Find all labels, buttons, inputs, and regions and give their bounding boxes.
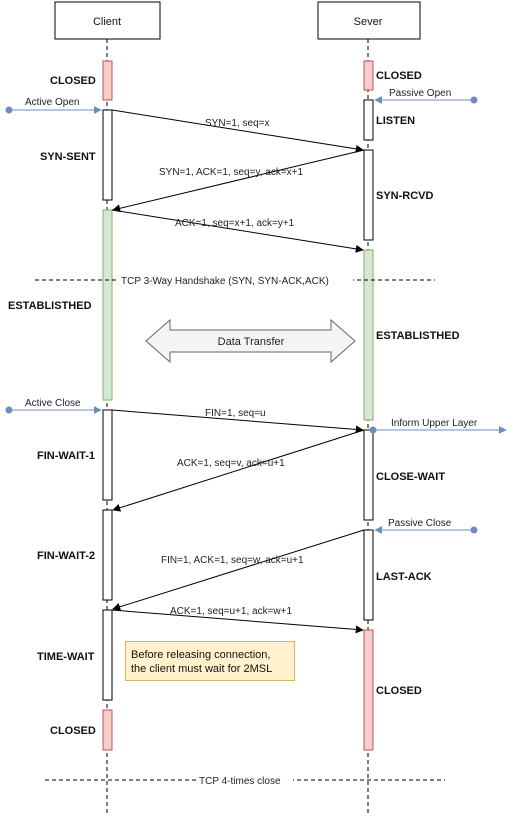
active-open-label: Active Open (25, 97, 79, 108)
syn-ack-label: SYN=1, ACK=1, seq=y, ack=x+1 (159, 167, 304, 178)
ack-handshake-message: ACK=1, seq=x+1, ack=y+1 (111, 209, 364, 253)
client-state-time-wait: TIME-WAIT (37, 651, 95, 663)
passive-open-label: Passive Open (389, 88, 451, 99)
syn-label: SYN=1, seq=x (205, 118, 269, 129)
note-line-2: the client must wait for 2MSL (131, 663, 273, 675)
inform-upper-layer-event: Inform Upper Layer (369, 418, 507, 434)
client-fin-wait-2-bar (102, 509, 113, 601)
server-state-syn-rcvd: SYN-RCVD (376, 190, 434, 202)
fin-server-label: FIN=1, ACK=1, seq=w, ack=u+1 (161, 555, 304, 566)
passive-close-label: Passive Close (388, 518, 452, 529)
handshake-label-bg (119, 273, 353, 287)
server-title: Sever (354, 16, 383, 28)
server-closed-bar (363, 60, 374, 91)
ack-fin-label: ACK=1, seq=v, ack=u+1 (177, 458, 285, 469)
close-label-bg (196, 773, 293, 787)
client-state-fin-wait-2: FIN-WAIT-2 (37, 550, 95, 562)
note-line-1: Before releasing connection, (131, 649, 271, 661)
server-listen-bar (363, 99, 374, 141)
server-state-listen: LISTEN (376, 115, 415, 127)
client-fin-wait-1-bar (102, 409, 113, 501)
inform-upper-layer-label: Inform Upper Layer (391, 418, 478, 429)
server-established-bar (363, 249, 374, 421)
client-state-fin-wait-1: FIN-WAIT-1 (37, 450, 95, 462)
syn-message: SYN=1, seq=x (111, 109, 364, 153)
server-state-last-ack: LAST-ACK (376, 571, 432, 583)
passive-open-event: Passive Open (374, 88, 478, 104)
server-close-wait-bar (363, 429, 374, 521)
active-open-event: Active Open (5, 97, 102, 114)
fin-client-message: FIN=1, seq=u (111, 408, 364, 434)
client-closed-bar (102, 60, 113, 101)
syn-ack-message: SYN=1, ACK=1, seq=y, ack=x+1 (112, 149, 365, 213)
server-closed-bottom-bar (363, 629, 374, 751)
client-time-wait-bar (102, 609, 113, 701)
server-state-close-wait: CLOSE-WAIT (376, 471, 445, 483)
ack-final-message: ACK=1, seq=u+1, ack=w+1 (111, 606, 364, 634)
fin-server-message: FIN=1, ACK=1, seq=w, ack=u+1 (112, 529, 365, 611)
client-closed-bottom-bar (102, 709, 113, 751)
passive-close-event: Passive Close (374, 518, 478, 534)
client-state-established: ESTABLISTHED (8, 300, 92, 312)
server-state-closed: CLOSED (376, 70, 422, 82)
client-syn-sent-bar (102, 109, 113, 201)
ack-final-label: ACK=1, seq=u+1, ack=w+1 (170, 606, 292, 617)
client-established-bar (102, 209, 113, 401)
active-close-event: Active Close (5, 398, 102, 414)
client-state-closed: CLOSED (50, 75, 96, 87)
client-state-closed-bottom: CLOSED (50, 725, 96, 737)
data-transfer-arrow: Data Transfer (145, 318, 356, 364)
server-state-established: ESTABLISTHED (376, 330, 460, 342)
client-header: Client (54, 1, 161, 40)
client-state-syn-sent: SYN-SENT (40, 151, 96, 163)
fin-client-label: FIN=1, seq=u (205, 408, 266, 419)
client-title: Client (93, 16, 121, 28)
data-transfer-label: Data Transfer (218, 336, 285, 348)
active-close-label: Active Close (25, 398, 81, 409)
server-last-ack-bar (363, 529, 374, 621)
time-wait-note: Before releasing connection, the client … (125, 641, 295, 681)
server-header: Sever (317, 1, 421, 40)
server-syn-rcvd-bar (363, 149, 374, 241)
ack-handshake-label: ACK=1, seq=x+1, ack=y+1 (175, 218, 295, 229)
close-label: TCP 4-times close (199, 776, 281, 787)
server-state-closed-bottom: CLOSED (376, 685, 422, 697)
handshake-label: TCP 3-Way Handshake (SYN, SYN-ACK,ACK) (121, 276, 329, 287)
ack-fin-message: ACK=1, seq=v, ack=u+1 (112, 429, 365, 512)
